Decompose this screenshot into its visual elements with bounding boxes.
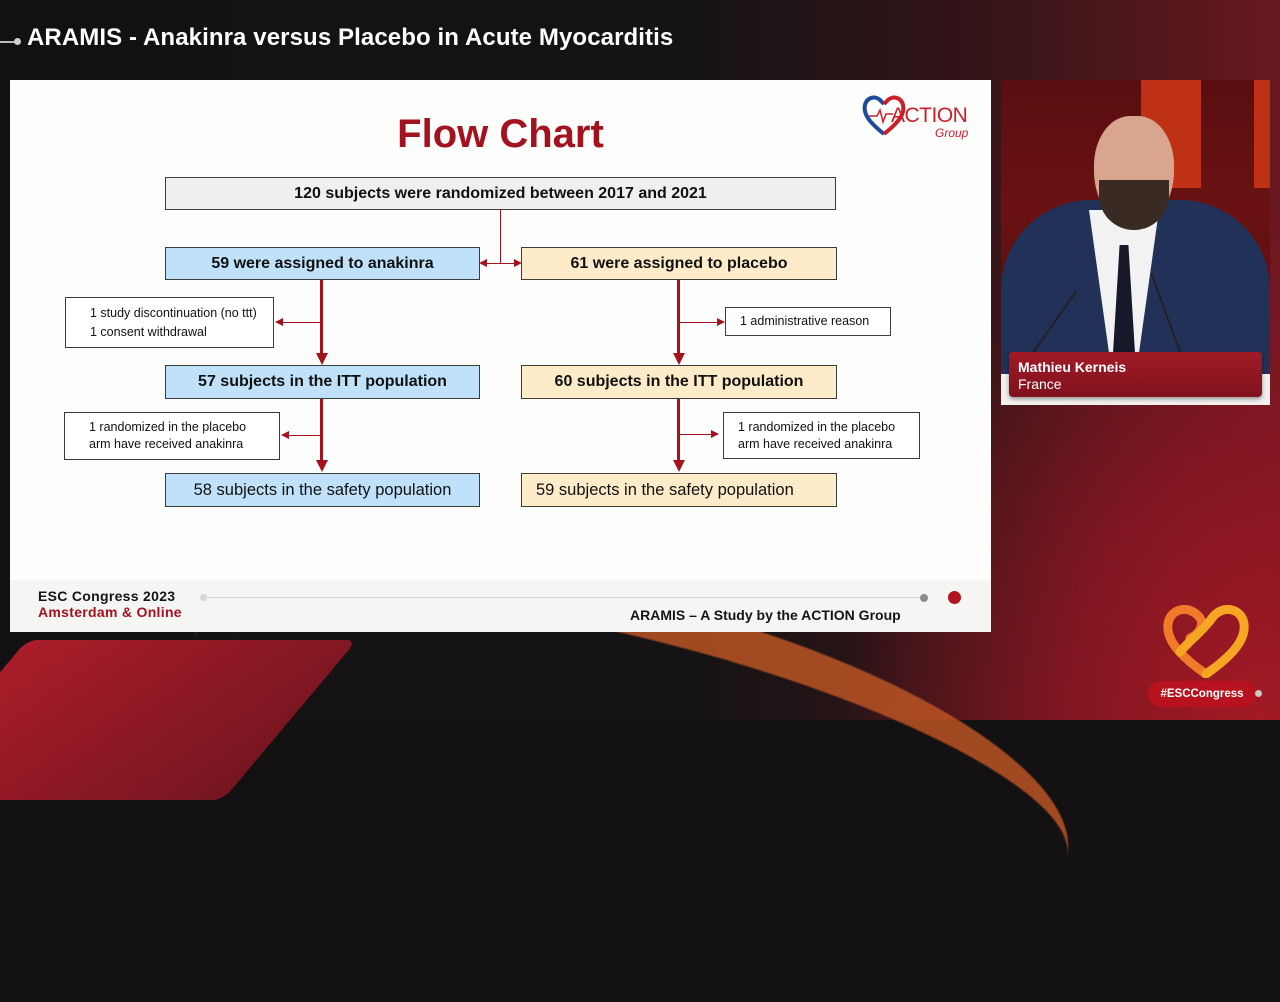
congress-name: ESC Congress 2023 [38, 588, 176, 604]
connector-line [500, 210, 501, 264]
speaker-tie [1113, 245, 1135, 365]
arrow-right-icon [514, 259, 522, 267]
crossover-line: arm have received anakinra [738, 436, 893, 451]
placebo-flow-line [677, 280, 680, 354]
exclusion-line: 1 consent withdrawal [90, 324, 207, 339]
anakinra-flow-line [320, 280, 323, 354]
randomized-box: 120 subjects were randomized between 201… [165, 177, 836, 210]
congress-location: Amsterdam & Online [38, 604, 182, 620]
action-group-logo: ACTION Group [861, 90, 976, 142]
placebo-crossover-note: 1 randomized in the placebo arm have rec… [723, 412, 920, 459]
randomized-text: 120 subjects were randomized between 201… [294, 184, 707, 202]
placebo-exclusion-note: 1 administrative reason [725, 307, 891, 336]
slide-title: Flow Chart [397, 112, 604, 156]
arrow-right-icon [717, 318, 725, 326]
anakinra-safety-box: 58 subjects in the safety population [165, 473, 480, 507]
slide-footer: ESC Congress 2023 Amsterdam & Online ARA… [10, 580, 991, 632]
header-line [0, 41, 16, 43]
arrow-down-icon [316, 353, 328, 365]
speaker-country: France [1018, 376, 1062, 392]
footer-dot-icon [948, 591, 961, 604]
crossover-line: 1 randomized in the placebo [738, 419, 896, 434]
crossover-branch-line [679, 434, 713, 435]
placebo-itt-text: 60 subjects in the ITT population [554, 373, 804, 390]
crossover-line: arm have received anakinra [89, 437, 244, 451]
presentation-slide: Flow Chart ACTION Group 120 subjects wer… [10, 80, 991, 632]
stage-light [1254, 80, 1270, 188]
exclusion-line: 1 administrative reason [740, 314, 870, 328]
anakinra-flow-line [320, 399, 323, 461]
anakinra-itt-box: 57 subjects in the ITT population [165, 365, 480, 399]
esc-heart-logo-icon [1163, 605, 1249, 678]
anakinra-crossover-note: 1 randomized in the placebo arm have rec… [64, 412, 280, 460]
placebo-itt-box: 60 subjects in the ITT population [521, 365, 837, 399]
speaker-name: Mathieu Kerneis [1018, 359, 1127, 375]
arrow-down-icon [673, 460, 685, 472]
arrow-left-icon [281, 431, 289, 439]
speaker-lower-third: Mathieu Kerneis France [1009, 352, 1262, 397]
placebo-safety-text: 59 subjects in the safety population [536, 480, 794, 499]
footer-dot-icon [920, 594, 928, 602]
placebo-assigned-text: 61 were assigned to placebo [570, 254, 788, 272]
arrow-down-icon [316, 460, 328, 472]
placebo-safety-box: 59 subjects in the safety population [521, 473, 837, 507]
hashtag-dot-icon [1255, 690, 1262, 697]
anakinra-assigned-box: 59 were assigned to anakinra [165, 247, 480, 280]
arrow-down-icon [673, 353, 685, 365]
crossover-branch-line [286, 435, 321, 436]
exclusion-branch-line [280, 322, 321, 323]
anakinra-itt-text: 57 subjects in the ITT population [198, 373, 447, 390]
footer-dot-icon [200, 594, 207, 601]
anakinra-exclusion-note: 1 study discontinuation (no ttt) 1 conse… [65, 297, 274, 348]
logo-subtext: Group [935, 126, 969, 140]
anakinra-assigned-text: 59 were assigned to anakinra [211, 254, 434, 272]
exclusion-branch-line [679, 322, 719, 323]
placebo-assigned-box: 61 were assigned to placebo [521, 247, 837, 280]
crossover-line: 1 randomized in the placebo [89, 420, 247, 434]
session-title: ARAMIS - Anakinra versus Placebo in Acut… [27, 24, 674, 51]
speaker-video [1001, 80, 1270, 405]
anakinra-safety-text: 58 subjects in the safety population [193, 480, 452, 499]
footer-divider [202, 597, 924, 598]
study-credit: ARAMIS – A Study by the ACTION Group [630, 607, 901, 623]
connector-line [486, 263, 516, 264]
arrow-right-icon [711, 430, 719, 438]
hashtag-badge: #ESCCongress [1148, 681, 1256, 707]
header-dot-icon [14, 38, 21, 45]
arrow-left-icon [479, 259, 487, 267]
placebo-flow-line [677, 399, 680, 461]
heart-ecg-icon [862, 95, 906, 136]
logo-text: ACTION [891, 104, 968, 127]
arrow-left-icon [275, 318, 283, 326]
exclusion-line: 1 study discontinuation (no ttt) [90, 305, 257, 320]
